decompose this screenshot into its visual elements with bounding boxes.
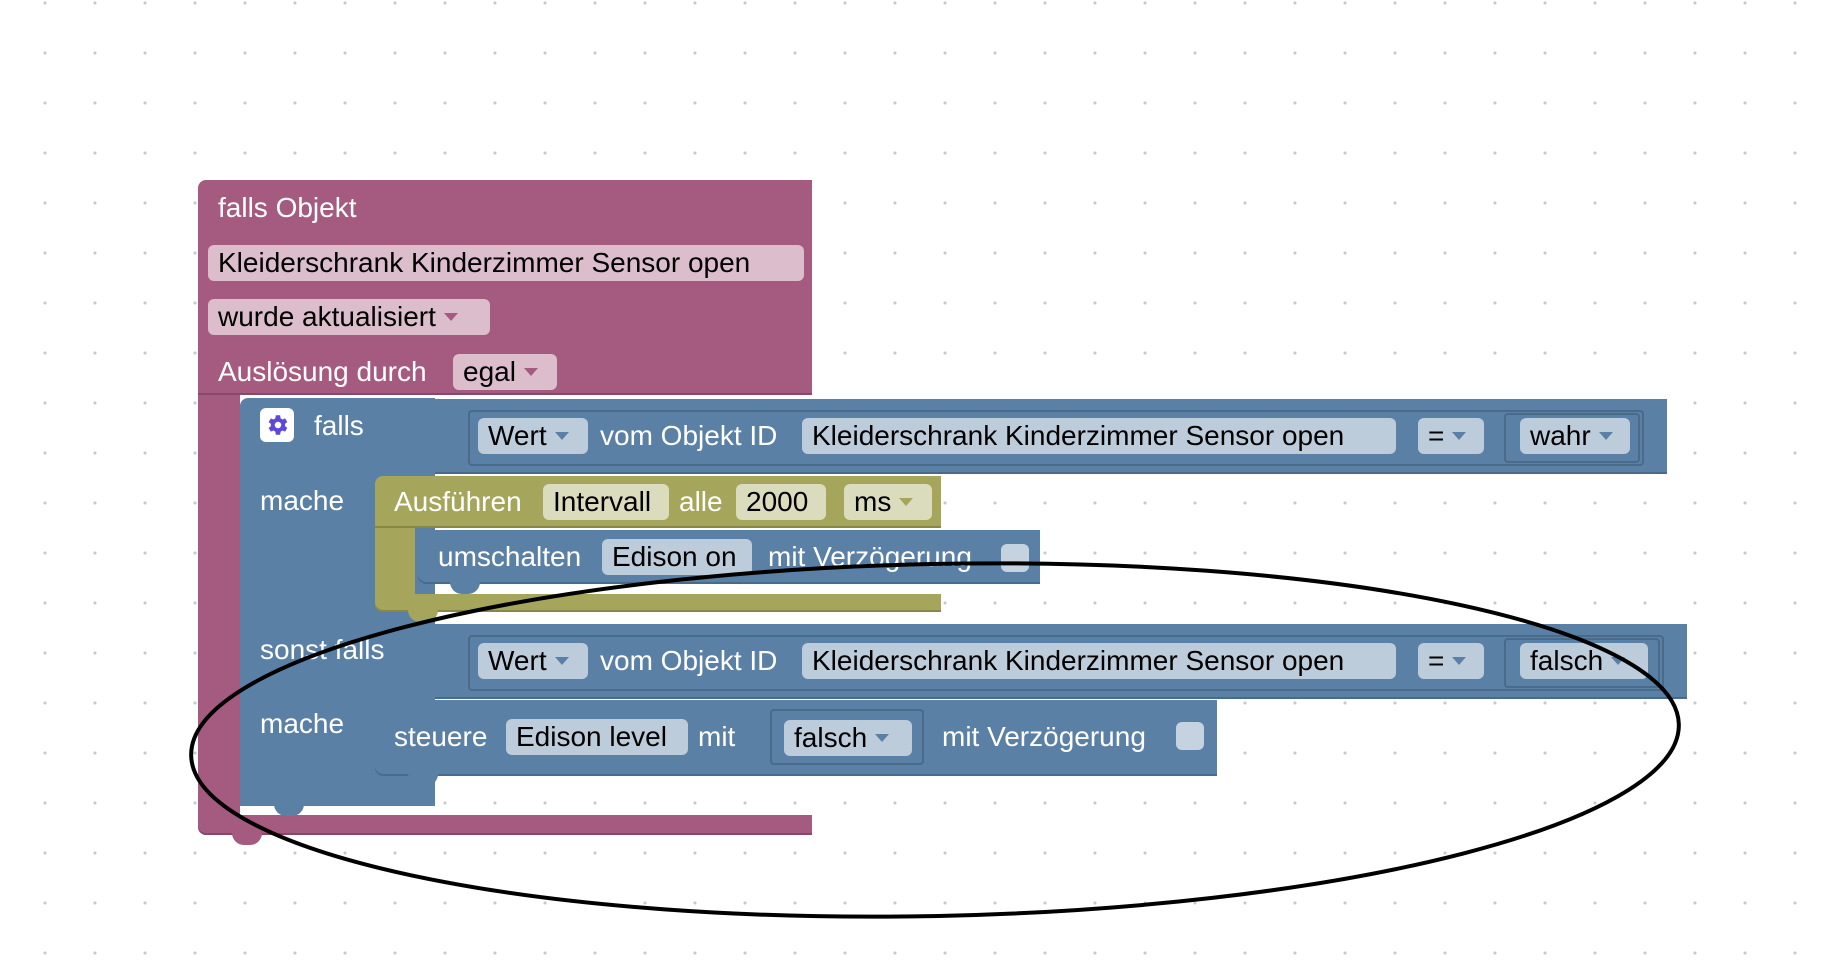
condition-1-value-slot — [1504, 413, 1640, 463]
condition-2-object-text: Kleiderschrank Kinderzimmer Sensor open — [812, 645, 1345, 676]
condition-2-value-text: falsch — [1530, 645, 1604, 676]
chevron-down-icon — [899, 497, 914, 506]
trigger-title: falls Objekt — [218, 192, 357, 223]
trigger-object-field[interactable]: Kleiderschrank Kinderzimmer Sensor open — [208, 245, 804, 281]
condition-1-attr-text: Wert — [488, 420, 547, 451]
toggle-bottom-notch — [450, 582, 480, 594]
trigger-by-dropdown[interactable]: egal — [453, 354, 557, 390]
condition-1-from-label: vom Objekt ID — [600, 420, 778, 451]
condition-2-operator-text: = — [1428, 645, 1445, 676]
toggle-delay-checkbox[interactable] — [1001, 544, 1029, 572]
interval-mode-text: Intervall — [553, 486, 652, 517]
interval-block-left-rail — [375, 528, 415, 598]
condition-2-from-label: vom Objekt ID — [600, 645, 778, 676]
condition-2-attr-text: Wert — [488, 645, 547, 676]
interval-run-label: Ausführen — [394, 486, 522, 517]
trigger-by-label: Auslösung durch — [218, 356, 427, 387]
condition-1-operator-text: = — [1428, 420, 1445, 451]
chevron-down-icon — [554, 656, 569, 665]
do-label-2: mache — [260, 708, 345, 739]
chevron-down-icon — [1611, 656, 1626, 665]
chevron-down-icon — [875, 733, 890, 742]
trigger-block-footer — [198, 815, 812, 835]
toggle-device-field[interactable]: Edison on — [602, 539, 752, 575]
gear-icon-svg — [268, 415, 288, 435]
control-label: steuere — [394, 721, 488, 752]
if-label: falls — [314, 410, 364, 441]
interval-mode-dropdown[interactable]: Intervall — [543, 484, 669, 520]
condition-2-value-dropdown[interactable]: falsch — [1520, 643, 1648, 679]
interval-every-label: alle — [679, 486, 723, 517]
interval-ms-input[interactable]: 2000 — [736, 484, 826, 520]
chevron-down-icon — [1598, 431, 1613, 440]
chevron-down-icon — [554, 431, 569, 440]
do-label-1: mache — [260, 485, 345, 516]
else-if-label: sonst falls — [260, 634, 385, 665]
if-block-bottom-bar — [240, 786, 435, 806]
toggle-label: umschalten — [438, 541, 582, 572]
condition-2-object-field[interactable]: Kleiderschrank Kinderzimmer Sensor open — [802, 643, 1396, 679]
trigger-event-text: wurde aktualisiert — [218, 301, 436, 332]
toggle-delay-label: mit Verzögerung — [768, 541, 972, 572]
control-delay-label: mit Verzögerung — [942, 721, 1146, 752]
condition-2-operator-dropdown[interactable]: = — [1418, 643, 1484, 679]
toggle-device-text: Edison on — [612, 541, 737, 572]
gear-icon[interactable] — [260, 408, 294, 442]
condition-1-value-dropdown[interactable]: wahr — [1520, 418, 1630, 454]
condition-1-value-text: wahr — [1530, 420, 1591, 451]
trigger-object-text: Kleiderschrank Kinderzimmer Sensor open — [218, 247, 751, 278]
control-delay-checkbox[interactable] — [1176, 722, 1204, 750]
control-value-dropdown[interactable]: falsch — [784, 720, 912, 756]
chevron-down-icon — [1452, 656, 1467, 665]
trigger-event-dropdown[interactable]: wurde aktualisiert — [208, 299, 490, 335]
condition-1-attr-dropdown[interactable]: Wert — [478, 418, 588, 454]
chevron-down-icon — [1452, 431, 1467, 440]
control-value-text: falsch — [794, 722, 868, 753]
condition-1-compare-slot — [468, 410, 1644, 466]
chevron-down-icon — [443, 312, 458, 321]
control-device-field[interactable]: Edison level — [506, 719, 688, 755]
trigger-by-text: egal — [463, 356, 516, 387]
interval-unit-dropdown[interactable]: ms — [844, 484, 932, 520]
condition-1-object-text: Kleiderschrank Kinderzimmer Sensor open — [812, 420, 1345, 451]
interval-unit-text: ms — [854, 486, 892, 517]
interval-ms-text: 2000 — [746, 486, 809, 517]
interval-block-footer — [375, 594, 941, 612]
condition-1-object-field[interactable]: Kleiderschrank Kinderzimmer Sensor open — [802, 418, 1396, 454]
control-with-label: mit — [698, 721, 736, 752]
trigger-block-left-rail — [198, 395, 240, 815]
condition-2-attr-dropdown[interactable]: Wert — [478, 643, 588, 679]
chevron-down-icon — [523, 367, 538, 376]
condition-1-operator-dropdown[interactable]: = — [1418, 418, 1484, 454]
trigger-bottom-notch — [232, 833, 262, 845]
control-device-text: Edison level — [516, 721, 667, 752]
